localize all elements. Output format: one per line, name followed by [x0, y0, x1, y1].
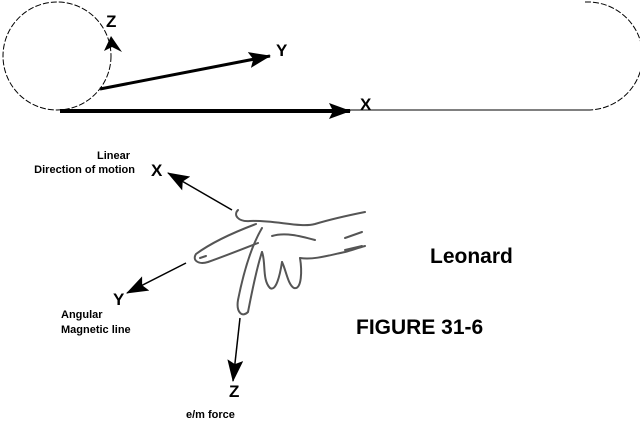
hand-axes: X Linear Direction of motion Y Angular M… — [34, 150, 244, 421]
z-rotation-arrowhead — [104, 36, 122, 52]
y-caption-line2: Magnetic line — [61, 324, 131, 336]
hand-x-arrow — [167, 172, 233, 211]
x-caption-line2: Direction of motion — [34, 164, 135, 176]
rotation-circle — [2, 1, 112, 111]
hand-sketch — [193, 209, 366, 316]
track-right-end — [584, 1, 640, 111]
z-caption: e/m force — [186, 409, 235, 421]
figure-caption: FIGURE 31-6 — [356, 316, 483, 339]
top-x-label: X — [360, 95, 372, 114]
hand-y-label: Y — [113, 290, 125, 309]
y-axis-arrow — [99, 52, 271, 91]
hand-x-label: X — [151, 161, 163, 180]
x-caption-line1: Linear — [97, 150, 131, 162]
track-diagram: X Y Z — [2, 1, 640, 119]
top-z-label: Z — [106, 12, 116, 31]
hand-z-arrow — [227, 317, 244, 382]
author-name: Leonard — [430, 245, 513, 268]
hand-z-label: Z — [229, 382, 239, 401]
hand-y-arrow — [126, 262, 187, 294]
y-caption-line1: Angular — [61, 309, 103, 321]
top-y-label: Y — [276, 41, 288, 60]
